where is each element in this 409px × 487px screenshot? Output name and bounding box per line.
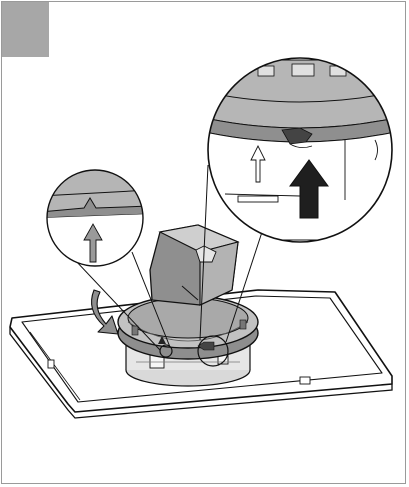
- corner-tab: [2, 2, 49, 57]
- curved-rotate-arrow-icon: [91, 289, 119, 335]
- leader-line: [199, 164, 209, 341]
- leader-line: [131, 251, 171, 348]
- zoom-detail-large: [207, 57, 393, 243]
- callout-marker-large: [197, 335, 229, 367]
- up-arrow-icon: [250, 144, 266, 183]
- leader-line: [225, 231, 263, 343]
- zoom-detail-small: [46, 169, 144, 267]
- rotary-knob: [149, 224, 240, 306]
- locking-ring: [117, 295, 259, 360]
- up-arrow-icon: [83, 223, 103, 263]
- up-arrow-icon: [289, 159, 329, 219]
- callout-marker-small: [159, 344, 173, 358]
